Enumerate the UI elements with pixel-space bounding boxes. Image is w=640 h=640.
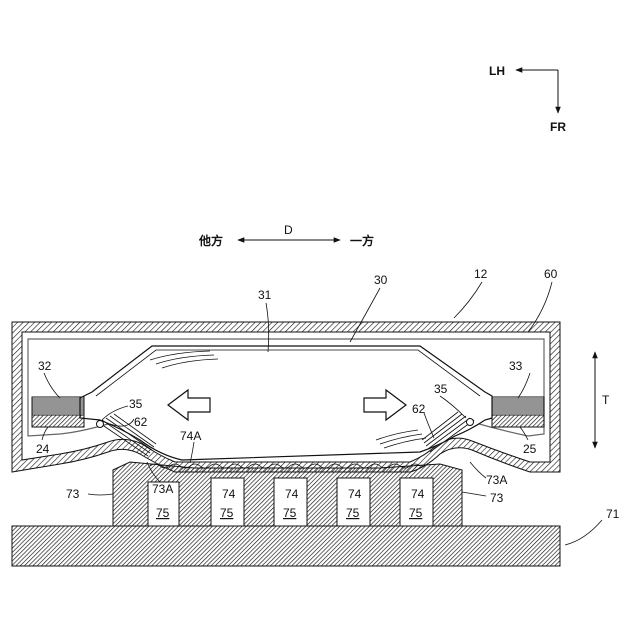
ref-73-right: 73 bbox=[490, 491, 504, 505]
ref-73A-left: 73A bbox=[152, 482, 173, 496]
ref-74: 74 bbox=[285, 487, 299, 501]
ref-74: 74 bbox=[222, 487, 236, 501]
thickness-indicator: T bbox=[595, 352, 610, 448]
ref-74: 74 bbox=[348, 487, 362, 501]
ref-31: 31 bbox=[258, 288, 272, 302]
ref-74: 74 bbox=[411, 487, 425, 501]
direction-label: D bbox=[284, 223, 293, 237]
ref-75: 75 bbox=[346, 506, 360, 520]
ref-35-left: 35 bbox=[129, 397, 143, 411]
ref-75: 75 bbox=[409, 506, 423, 520]
ref-73A-right: 73A bbox=[486, 473, 507, 487]
direction-indicator: D 他方 一方 bbox=[198, 223, 374, 248]
ref-75: 75 bbox=[156, 506, 170, 520]
thickness-label: T bbox=[602, 393, 610, 407]
fr-label: FR bbox=[550, 120, 566, 134]
lh-label: LH bbox=[489, 64, 505, 78]
left-base bbox=[32, 415, 84, 427]
other-side-label: 他方 bbox=[198, 233, 223, 248]
ref-25: 25 bbox=[523, 442, 537, 456]
ref-75: 75 bbox=[283, 506, 297, 520]
ref-35-right: 35 bbox=[434, 382, 448, 396]
left-opening bbox=[97, 421, 104, 428]
ref-73-left: 73 bbox=[66, 487, 80, 501]
orientation-indicator: LH FR bbox=[489, 64, 566, 134]
ref-75: 75 bbox=[220, 506, 234, 520]
ref-33: 33 bbox=[509, 359, 523, 373]
ref-12: 12 bbox=[474, 267, 488, 281]
ref-74A: 74A bbox=[180, 429, 201, 443]
ref-24: 24 bbox=[36, 442, 50, 456]
ref-62-right: 62 bbox=[412, 402, 426, 416]
one-side-label: 一方 bbox=[350, 233, 374, 248]
right-bundle bbox=[492, 397, 544, 415]
right-opening bbox=[467, 419, 474, 426]
right-base bbox=[492, 415, 544, 427]
ref-62-left: 62 bbox=[134, 415, 148, 429]
base-plate bbox=[12, 526, 560, 566]
left-bundle bbox=[32, 397, 84, 415]
ref-30: 30 bbox=[374, 273, 388, 287]
ref-60: 60 bbox=[544, 267, 558, 281]
ref-71: 71 bbox=[606, 507, 620, 521]
ref-32: 32 bbox=[38, 359, 52, 373]
